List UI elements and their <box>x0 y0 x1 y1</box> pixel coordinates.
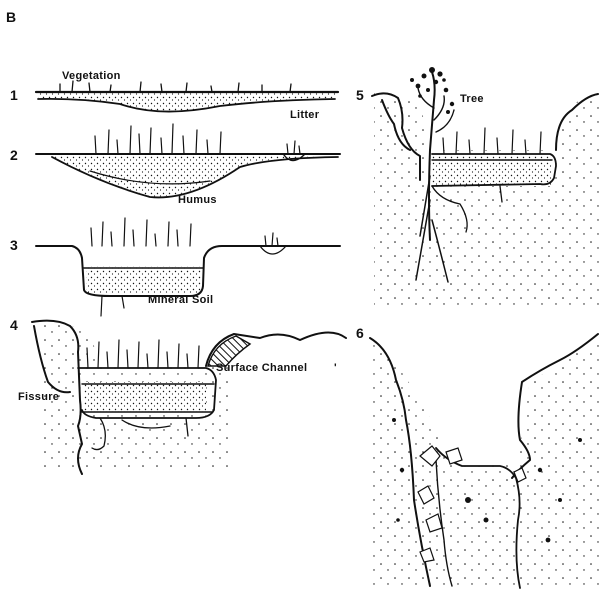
label-vegetation: Vegetation <box>62 70 121 82</box>
stage-5: 5 Tree <box>356 67 600 310</box>
label-fissure: Fissure <box>18 391 59 403</box>
stage-3: 3 Mineral Soil <box>10 218 340 316</box>
stage-number: 2 <box>10 147 18 163</box>
label-litter: Litter <box>290 109 320 121</box>
stage-1: 1 Vegetation Litter <box>10 70 338 121</box>
stage-4: 4 Surface Channel ' Fissure <box>10 317 346 474</box>
stage-6: 6 <box>356 325 600 588</box>
stage-number: 1 <box>10 87 18 103</box>
stage-number: 6 <box>356 325 364 341</box>
label-mineral-soil: Mineral Soil <box>148 294 213 306</box>
stage-number: 4 <box>10 317 18 333</box>
stage-2: 2 Humus <box>10 124 340 206</box>
label-tree: Tree <box>460 93 484 105</box>
stage-number: 5 <box>356 87 364 103</box>
label-surface-channel: Surface Channel <box>216 362 307 374</box>
label-humus: Humus <box>178 194 217 206</box>
panel-letter: B <box>6 9 16 25</box>
stage-number: 3 <box>10 237 18 253</box>
prime-mark: ' <box>334 362 337 374</box>
